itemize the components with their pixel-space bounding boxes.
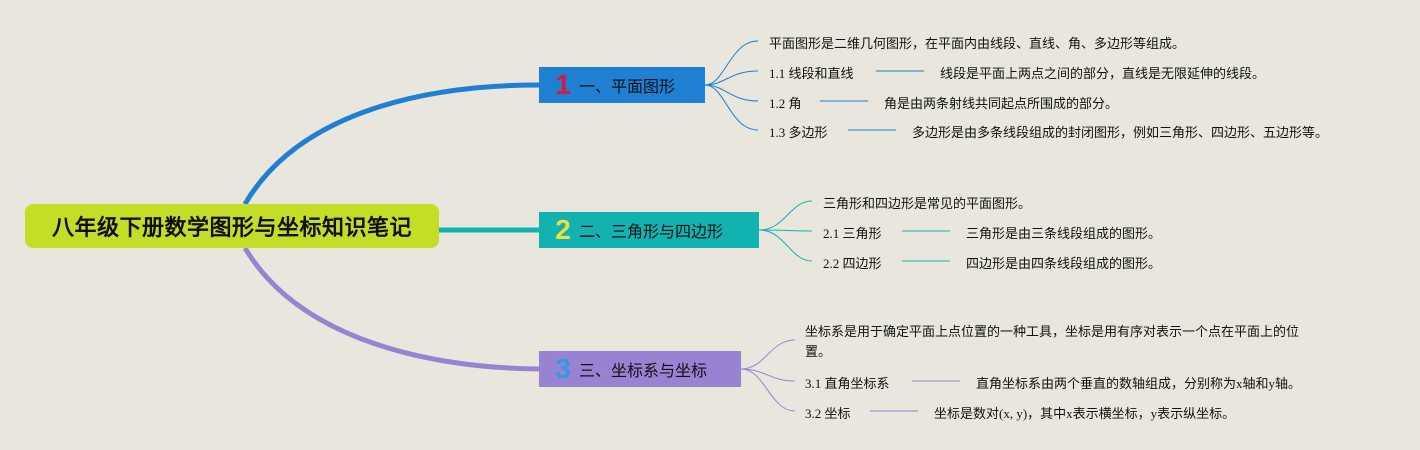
b1-item-2-desc[interactable]: 角是由两条射线共同起点所围成的部分。 bbox=[884, 96, 1119, 111]
connector-b1-item-2 bbox=[704, 84, 759, 102]
b1-item-3-desc[interactable]: 多边形是由多条线段组成的封闭图形，例如三角形、四边形、五边形等。 bbox=[912, 125, 1329, 140]
branch-label-2: 二、三角形与四边形 bbox=[579, 222, 724, 241]
branch-label-3: 三、坐标系与坐标 bbox=[579, 361, 708, 380]
connector-b3-item-2 bbox=[740, 368, 796, 412]
connector-b1-item-3 bbox=[704, 84, 759, 131]
branch-label-1: 一、平面图形 bbox=[579, 77, 676, 96]
connector-b1-intro bbox=[704, 40, 759, 86]
b3-item-2-desc[interactable]: 坐标是数对(x, y)，其中x表示横坐标，y表示纵坐标。 bbox=[934, 406, 1236, 421]
branch-number-3: 3 bbox=[555, 353, 571, 384]
root-topic[interactable]: 八年级下册数学图形与坐标知识笔记 bbox=[25, 204, 439, 248]
connector-b2-item-1 bbox=[758, 229, 813, 232]
connector-b3-intro bbox=[740, 339, 796, 370]
branch-topic-3[interactable]: 3 三、坐标系与坐标 bbox=[539, 351, 741, 387]
b3-item-1-term[interactable]: 3.1 直角坐标系 bbox=[805, 376, 890, 391]
b1-item-2-term[interactable]: 1.2 角 bbox=[769, 96, 802, 111]
connector-b1-item-1 bbox=[704, 70, 759, 86]
b1-item-1-term[interactable]: 1.1 线段和直线 bbox=[769, 66, 854, 81]
b3-item-2-term[interactable]: 3.2 坐标 bbox=[805, 406, 851, 421]
b2-item-1-desc[interactable]: 三角形是由三条线段组成的图形。 bbox=[966, 226, 1162, 241]
b2-intro[interactable]: 三角形和四边形是常见的平面图形。 bbox=[823, 196, 1032, 211]
b1-item-1-desc[interactable]: 线段是平面上两点之间的部分，直线是无限延伸的线段。 bbox=[940, 66, 1266, 81]
branch-number-1: 1 bbox=[555, 69, 571, 100]
b2-item-2-desc[interactable]: 四边形是由四条线段组成的图形。 bbox=[966, 256, 1162, 271]
branch-topic-1[interactable]: 1 一、平面图形 bbox=[539, 67, 705, 103]
connector-root-branch-1 bbox=[242, 82, 540, 206]
b2-item-1-term[interactable]: 2.1 三角形 bbox=[823, 226, 882, 241]
connector-root-branch-3 bbox=[242, 246, 540, 372]
connector-b2-item-2 bbox=[758, 229, 813, 262]
branch-topic-2[interactable]: 2 二、三角形与四边形 bbox=[539, 212, 759, 248]
b2-item-2-term[interactable]: 2.2 四边形 bbox=[823, 256, 882, 271]
connector-b2-intro bbox=[758, 200, 813, 231]
b3-item-1-desc[interactable]: 直角坐标系由两个垂直的数轴组成，分别称为x轴和y轴。 bbox=[976, 376, 1302, 391]
branch-number-2: 2 bbox=[555, 214, 571, 245]
b1-intro[interactable]: 平面图形是二维几何图形，在平面内由线段、直线、角、多边形等组成。 bbox=[769, 36, 1186, 51]
b1-item-3-term[interactable]: 1.3 多边形 bbox=[769, 125, 828, 140]
b3-intro[interactable]: 坐标系是用于确定平面上点位置的一种工具，坐标是用有序对表示一个点在平面上的位置。 bbox=[805, 324, 1300, 359]
